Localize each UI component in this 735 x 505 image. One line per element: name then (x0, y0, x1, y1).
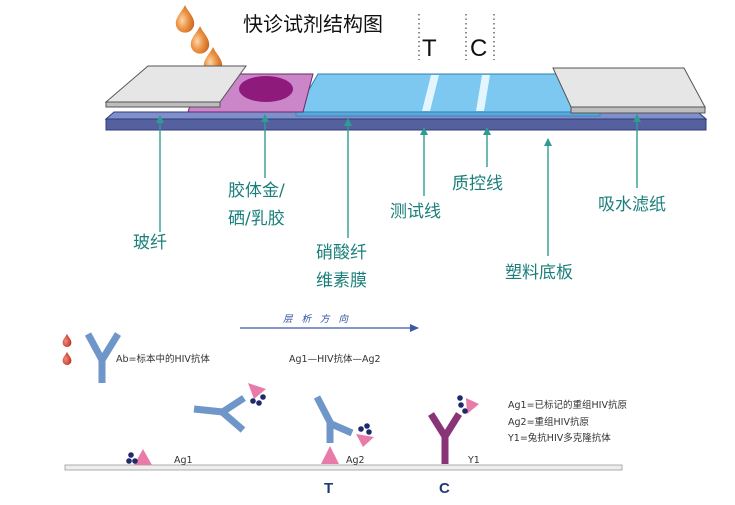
legend-ag1: Ag1=已标记的重组HIV抗原 (508, 399, 627, 411)
label-dot (132, 458, 138, 464)
sample-droplets (175, 5, 223, 75)
nitrocellulose-membrane (295, 73, 601, 113)
label-dot (126, 458, 132, 464)
label-dot (366, 429, 372, 435)
label-ag1: Ag1 (174, 455, 193, 466)
label-y1: Y1 (467, 455, 480, 466)
label-glass-fiber: 玻纤 (133, 233, 167, 253)
tc-markers: T C (418, 14, 495, 62)
backing-front-face (105, 118, 707, 131)
antibody-icon (313, 395, 354, 443)
label-control-line: 质控线 (452, 174, 503, 194)
test-line (422, 75, 439, 111)
legend-ag2: Ag2=重组HIV抗原 (508, 416, 589, 428)
t-position-label: T (324, 480, 333, 497)
legend-complex: Ag1—HIV抗体—Ag2 (289, 353, 381, 365)
diagram-title: 快诊试剂结构图 (243, 12, 383, 36)
t-marker: T (422, 35, 437, 62)
antigen-ag2-icon (321, 446, 339, 464)
blood-drop-icon (62, 351, 72, 366)
captured-complex (313, 395, 374, 464)
legend-definitions: Ag1=已标记的重组HIV抗原 Ag2=重组HIV抗原 Y1=兔抗HIV多克隆抗… (507, 399, 627, 444)
legend-ab: Ab=标本中的HIV抗体 (116, 353, 210, 365)
droplet-icon (175, 5, 195, 33)
flow-direction-label: 层 析 方 向 (283, 313, 351, 325)
part-labels: 玻纤 胶体金/ 硒/乳胶 硝酸纤 维素膜 测试线 质控线 塑料底板 吸水滤纸 (133, 174, 666, 291)
label-backing: 塑料底板 (505, 263, 573, 283)
label-dot (364, 423, 370, 429)
label-absorbent: 吸水滤纸 (598, 195, 666, 215)
flow-direction: 层 析 方 向 (240, 313, 419, 332)
blood-drop-icon (62, 333, 72, 348)
label-dot (358, 426, 364, 432)
label-test-line: 测试线 (390, 202, 441, 222)
antibody-icon (84, 332, 121, 383)
membrane-front-face (295, 111, 601, 117)
labeled-antigen-icon (466, 398, 479, 414)
label-dot (457, 395, 463, 401)
legend-y1: Y1=兔抗HIV多克隆抗体 (507, 432, 611, 444)
absorbent-pad-front (570, 106, 706, 114)
label-membrane: 硝酸纤 (316, 243, 367, 263)
sample-pad-front (105, 101, 221, 108)
antibody-icon (193, 395, 246, 433)
droplet-icon (190, 26, 210, 54)
label-conjugate: 硒/乳胶 (228, 209, 285, 229)
colloidal-gold-spot (239, 76, 293, 102)
label-dot (250, 398, 256, 404)
label-ag2: Ag2 (346, 455, 365, 466)
free-labeled-antigen (126, 449, 152, 465)
label-dot (256, 400, 262, 406)
antibody-icon (428, 412, 462, 464)
label-conjugate: 胶体金/ (228, 181, 285, 201)
label-dot (128, 452, 134, 458)
label-dot (462, 408, 468, 414)
test-strip (104, 65, 708, 131)
antigen-antibody-complex (193, 383, 266, 433)
c-position-label: C (439, 480, 450, 497)
label-dot (458, 402, 464, 408)
labeled-antigen-icon (356, 434, 374, 447)
part-pointers (156, 114, 641, 256)
control-antibody (428, 395, 479, 464)
control-line (476, 75, 490, 111)
c-marker: C (470, 35, 487, 62)
label-dot (260, 394, 266, 400)
sample-antibody-legend: Ab=标本中的HIV抗体 Ag1—HIV抗体—Ag2 (62, 332, 381, 383)
absorbent-pad (552, 67, 706, 108)
membrane-baseline (64, 464, 623, 471)
labeled-antigen-icon (134, 449, 152, 465)
labeled-antigen-icon (248, 383, 266, 399)
label-membrane: 维素膜 (316, 271, 367, 291)
